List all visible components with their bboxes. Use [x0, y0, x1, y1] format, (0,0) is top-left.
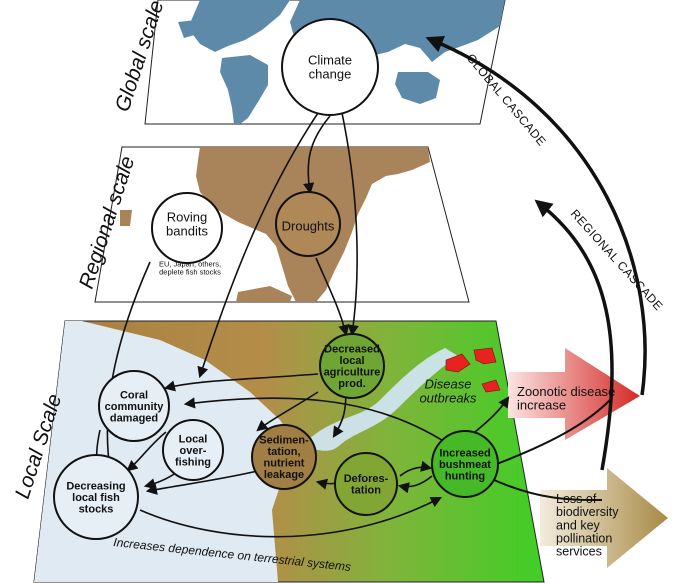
fish-stocks-line-1: Decreasing — [66, 480, 125, 492]
zoonotic-line-2: increase — [517, 398, 566, 413]
roving-bandits-note: EU, Japan, others,deplete fish stocks — [159, 260, 221, 277]
deforestation-line-1: Defores- — [344, 473, 389, 485]
climate-change-line-2: change — [309, 66, 352, 81]
biodiversity-line-5: services — [556, 545, 602, 559]
sedimentation-line-2: tation, — [268, 446, 301, 458]
climate-change-line-1: Climate — [308, 53, 352, 68]
node-droughts-label: Droughts — [282, 219, 335, 234]
biodiversity-line-4: pollination — [556, 531, 612, 545]
fish-stocks-line-2: local fish — [72, 492, 120, 504]
disease-outbreaks-line-2: outbreaks — [419, 390, 477, 405]
zoonotic-arrow — [508, 348, 640, 440]
coral-line-2: community — [105, 401, 165, 413]
disease-outbreaks-line-1: Disease — [425, 377, 472, 392]
regional-cascade-label: REGIONAL CASCADE — [568, 207, 666, 314]
regional-cascade-arrow — [534, 199, 614, 471]
biodiversity-line-3: and key — [556, 518, 601, 532]
decreased-agri-line-4: prod. — [338, 378, 366, 390]
bushmeat-line-3: hunting — [445, 470, 485, 482]
deforestation-line-2: tation — [351, 485, 381, 497]
decreased-agri-line-2: local — [339, 355, 364, 367]
decreased-agri-line-3: agriculture — [324, 367, 381, 379]
coral-line-1: Coral — [120, 389, 148, 401]
droughts-line-1: Droughts — [282, 219, 335, 234]
coral-line-3: damaged — [110, 412, 158, 424]
node-deforestation: Defores-tation — [334, 452, 398, 516]
biodiversity-arrow — [540, 468, 668, 568]
node-deforestation-label: Defores-tation — [344, 473, 389, 497]
roving-bandits-line-1: Roving — [167, 210, 207, 225]
sedimentation-line-1: Sedimen- — [259, 435, 309, 447]
sedimentation-line-4: leakage — [264, 469, 304, 481]
biodiversity-line-1: Loss of — [556, 492, 597, 506]
local-overfishing-line-1: Local — [179, 433, 208, 445]
roving-bandits-line-2: bandits — [166, 223, 208, 238]
roving-note-line-2: deplete fish stocks — [159, 268, 221, 277]
decreased-agri-line-1: Decreased — [324, 344, 380, 356]
fish-stocks-line-3: stocks — [79, 503, 114, 515]
bushmeat-line-1: Increased — [439, 447, 490, 459]
biodiversity-line-2: biodiversity — [556, 505, 619, 519]
global-cascade-arrow — [425, 35, 647, 396]
local-overfishing-line-2: over- — [180, 445, 207, 457]
local-overfishing-line-3: fishing — [175, 456, 211, 468]
bushmeat-line-2: bushmeat — [439, 459, 491, 471]
sedimentation-line-3: nutrient — [264, 458, 305, 470]
disease-marks — [445, 347, 501, 393]
node-droughts: Droughts — [275, 191, 341, 257]
zoonotic-line-1: Zoonotic disease — [517, 384, 615, 399]
roving-note-line-1: EU, Japan, others, — [159, 260, 221, 269]
